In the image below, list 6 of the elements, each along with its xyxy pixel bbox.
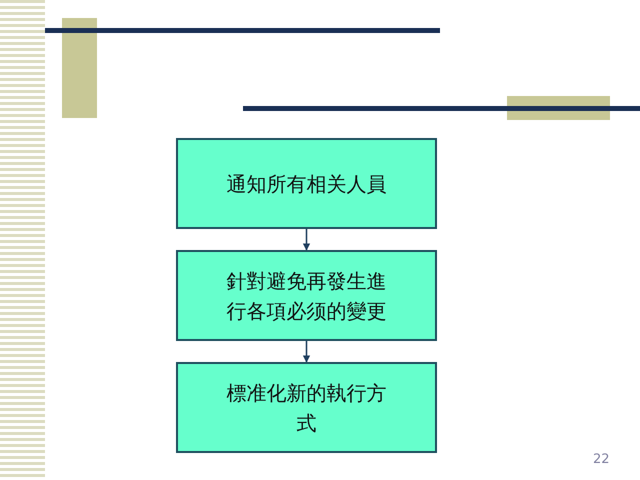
- process-box: 通知所有相关人員: [176, 138, 437, 229]
- page-number: 22: [593, 452, 610, 467]
- arrow: [302, 229, 310, 251]
- process-box: 標准化新的執行方式: [176, 362, 437, 453]
- process-box: 針對避免再發生進行各項必须的變更: [176, 250, 437, 341]
- arrow: [302, 341, 310, 363]
